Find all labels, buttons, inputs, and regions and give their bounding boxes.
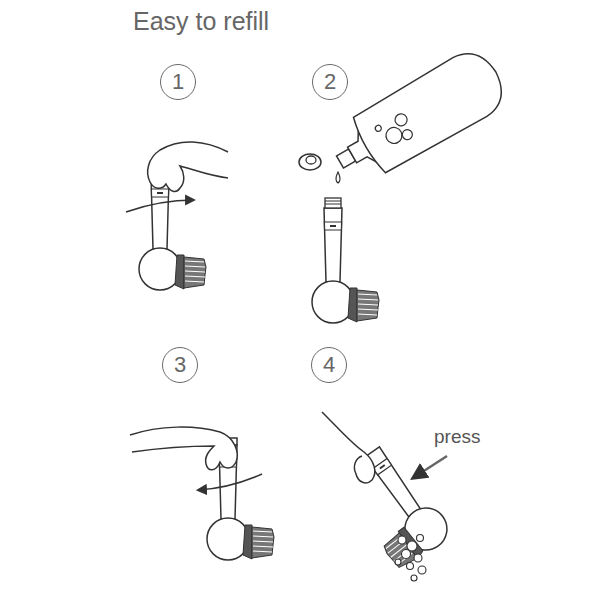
foam-bubbles [395,535,426,582]
step-number: 4 [323,354,335,376]
twist-arrow [198,474,262,490]
twist-arrow [126,200,194,212]
brush-figure [312,198,379,323]
brush-figure [334,440,455,573]
hand-figure [148,142,228,192]
step-number-circle: 4 [311,347,347,383]
drop-figure [336,172,340,183]
hand-figure [130,427,237,470]
press-arrow [413,456,447,478]
step-number-circle: 1 [160,64,196,100]
step-number: 3 [174,354,186,376]
bottle-figure [323,43,513,192]
step-number-circle: 2 [312,64,348,100]
cap-figure [299,154,321,170]
step-number-circle: 3 [162,347,198,383]
step-number: 1 [172,71,184,93]
page-title: Easy to refill [133,7,269,36]
hand-figure [322,412,375,483]
callout-label: press [434,426,480,448]
step-number: 2 [324,71,336,93]
